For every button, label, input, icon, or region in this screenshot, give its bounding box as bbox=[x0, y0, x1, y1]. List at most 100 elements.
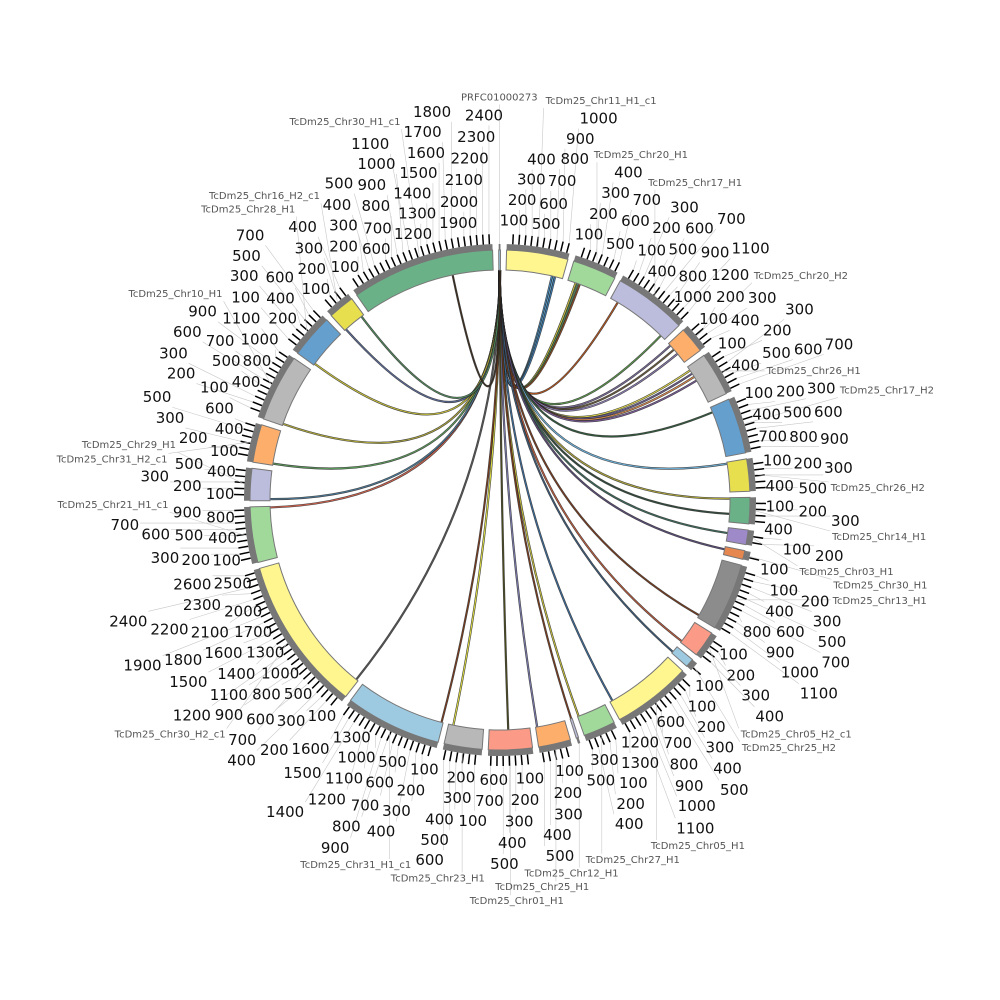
links-layer bbox=[269, 269, 731, 730]
label-leader-line bbox=[736, 359, 794, 379]
tick-label: 1600 bbox=[204, 644, 242, 662]
tick-mark bbox=[754, 467, 765, 471]
tick-mark bbox=[276, 638, 286, 645]
label-leader-line bbox=[733, 627, 780, 663]
tick-mark bbox=[736, 397, 747, 404]
segment-label: TcDm25_Chr30_H1_c1 bbox=[288, 117, 400, 128]
segment-label: TcDm25_Chr03_H1 bbox=[798, 567, 893, 578]
tick-mark bbox=[629, 719, 637, 730]
label-leader-line bbox=[168, 441, 251, 454]
segment-tcdm25_chr17_h1 bbox=[609, 269, 689, 341]
tick-label: 500 bbox=[546, 847, 575, 865]
label-leader-line bbox=[748, 593, 765, 602]
label-leader-line bbox=[188, 363, 256, 397]
tick-label: 800 bbox=[743, 623, 772, 641]
segment-scale-band bbox=[728, 396, 752, 453]
tick-label: 600 bbox=[794, 341, 823, 359]
tick-mark bbox=[542, 237, 546, 248]
tick-label: 1500 bbox=[283, 764, 321, 782]
tick-label: 1700 bbox=[234, 623, 272, 641]
tick-label: 1600 bbox=[291, 740, 329, 758]
segment-tcdm25_chr14_h1 bbox=[728, 496, 766, 525]
tick-label: 400 bbox=[614, 163, 643, 181]
tick-label: 300 bbox=[590, 751, 619, 769]
tick-mark bbox=[653, 286, 661, 296]
tick-mark bbox=[312, 309, 321, 319]
tick-label: 400 bbox=[764, 520, 793, 538]
tick-mark bbox=[724, 622, 734, 629]
label-leader-line bbox=[738, 616, 742, 623]
label-leader-line bbox=[659, 238, 685, 288]
tick-mark bbox=[324, 299, 333, 308]
tick-mark bbox=[560, 241, 564, 252]
tick-label: 500 bbox=[783, 404, 812, 422]
tick-label: 600 bbox=[362, 240, 391, 258]
label-leader-line bbox=[281, 674, 300, 685]
tick-label: 600 bbox=[621, 212, 650, 230]
tick-mark bbox=[740, 409, 751, 415]
label-leader-line bbox=[730, 633, 799, 684]
label-leader-line bbox=[654, 259, 668, 284]
segment-tcdm25_chr26_h1 bbox=[686, 350, 740, 403]
tick-mark bbox=[638, 276, 645, 286]
segment-arc bbox=[726, 458, 751, 493]
tick-label: 1500 bbox=[399, 164, 437, 182]
tick-mark bbox=[662, 294, 671, 304]
tick-label: 500 bbox=[587, 771, 616, 789]
tick-mark bbox=[727, 377, 737, 384]
label-leader-line bbox=[350, 737, 382, 839]
label-leader-line bbox=[323, 258, 336, 292]
label-leader-line bbox=[538, 108, 544, 247]
label-leader-line bbox=[746, 599, 817, 633]
tick-mark bbox=[732, 606, 743, 612]
label-leader-line bbox=[295, 216, 308, 332]
tick-label: 100 bbox=[718, 334, 747, 352]
segment-arc bbox=[252, 424, 282, 466]
tick-label: 600 bbox=[141, 526, 170, 544]
tick-mark bbox=[386, 731, 392, 742]
tick-label: 300 bbox=[824, 459, 853, 477]
tick-label: 300 bbox=[159, 344, 188, 362]
tick-label: 500 bbox=[762, 344, 791, 362]
tick-label: 600 bbox=[539, 195, 568, 213]
label-leader-line bbox=[707, 307, 748, 334]
tick-mark bbox=[536, 236, 540, 247]
label-leader-line bbox=[211, 654, 284, 706]
label-leader-line bbox=[671, 703, 720, 781]
tick-label: 1900 bbox=[439, 214, 477, 232]
tick-mark bbox=[659, 699, 668, 708]
tick-mark bbox=[240, 557, 251, 562]
tick-mark bbox=[352, 278, 359, 288]
tick-mark bbox=[614, 261, 621, 272]
link-tcdm25_chr30_h1_c1 bbox=[452, 269, 501, 387]
label-leader-line bbox=[235, 350, 267, 374]
segment-arc bbox=[498, 249, 501, 271]
tick-mark bbox=[667, 298, 675, 308]
tick-label: 2000 bbox=[224, 603, 262, 621]
segment-tcdm25_chr05_h2_c1 bbox=[679, 621, 723, 663]
label-leader-line bbox=[703, 307, 716, 329]
tick-mark bbox=[339, 287, 347, 297]
tick-mark bbox=[307, 676, 316, 685]
tick-mark bbox=[649, 706, 658, 716]
tick-mark bbox=[671, 302, 680, 312]
segment-tcdm25_chr27_h1 bbox=[576, 703, 617, 750]
label-leader-line bbox=[330, 714, 344, 740]
tick-label: 300 bbox=[748, 289, 777, 307]
label-leader-line bbox=[723, 340, 763, 357]
tick-label: 400 bbox=[755, 708, 784, 726]
tick-mark bbox=[415, 742, 420, 753]
label-leader-line bbox=[755, 510, 831, 532]
segment-tcdm25_chr23_h1 bbox=[442, 723, 485, 765]
label-leader-line bbox=[361, 740, 388, 817]
tick-label: 2400 bbox=[465, 106, 503, 124]
tick-label: 200 bbox=[798, 503, 827, 521]
segment-tcdm25_chr28_h1 bbox=[287, 309, 342, 366]
tick-label: 800 bbox=[332, 818, 361, 836]
segment-scale-band bbox=[292, 315, 327, 354]
tick-label: 300 bbox=[785, 300, 814, 318]
segment-tcdm25_chr26_h2 bbox=[726, 457, 766, 493]
tick-mark bbox=[287, 338, 297, 346]
label-leader-line bbox=[727, 319, 785, 363]
segment-scale-band bbox=[703, 351, 732, 394]
